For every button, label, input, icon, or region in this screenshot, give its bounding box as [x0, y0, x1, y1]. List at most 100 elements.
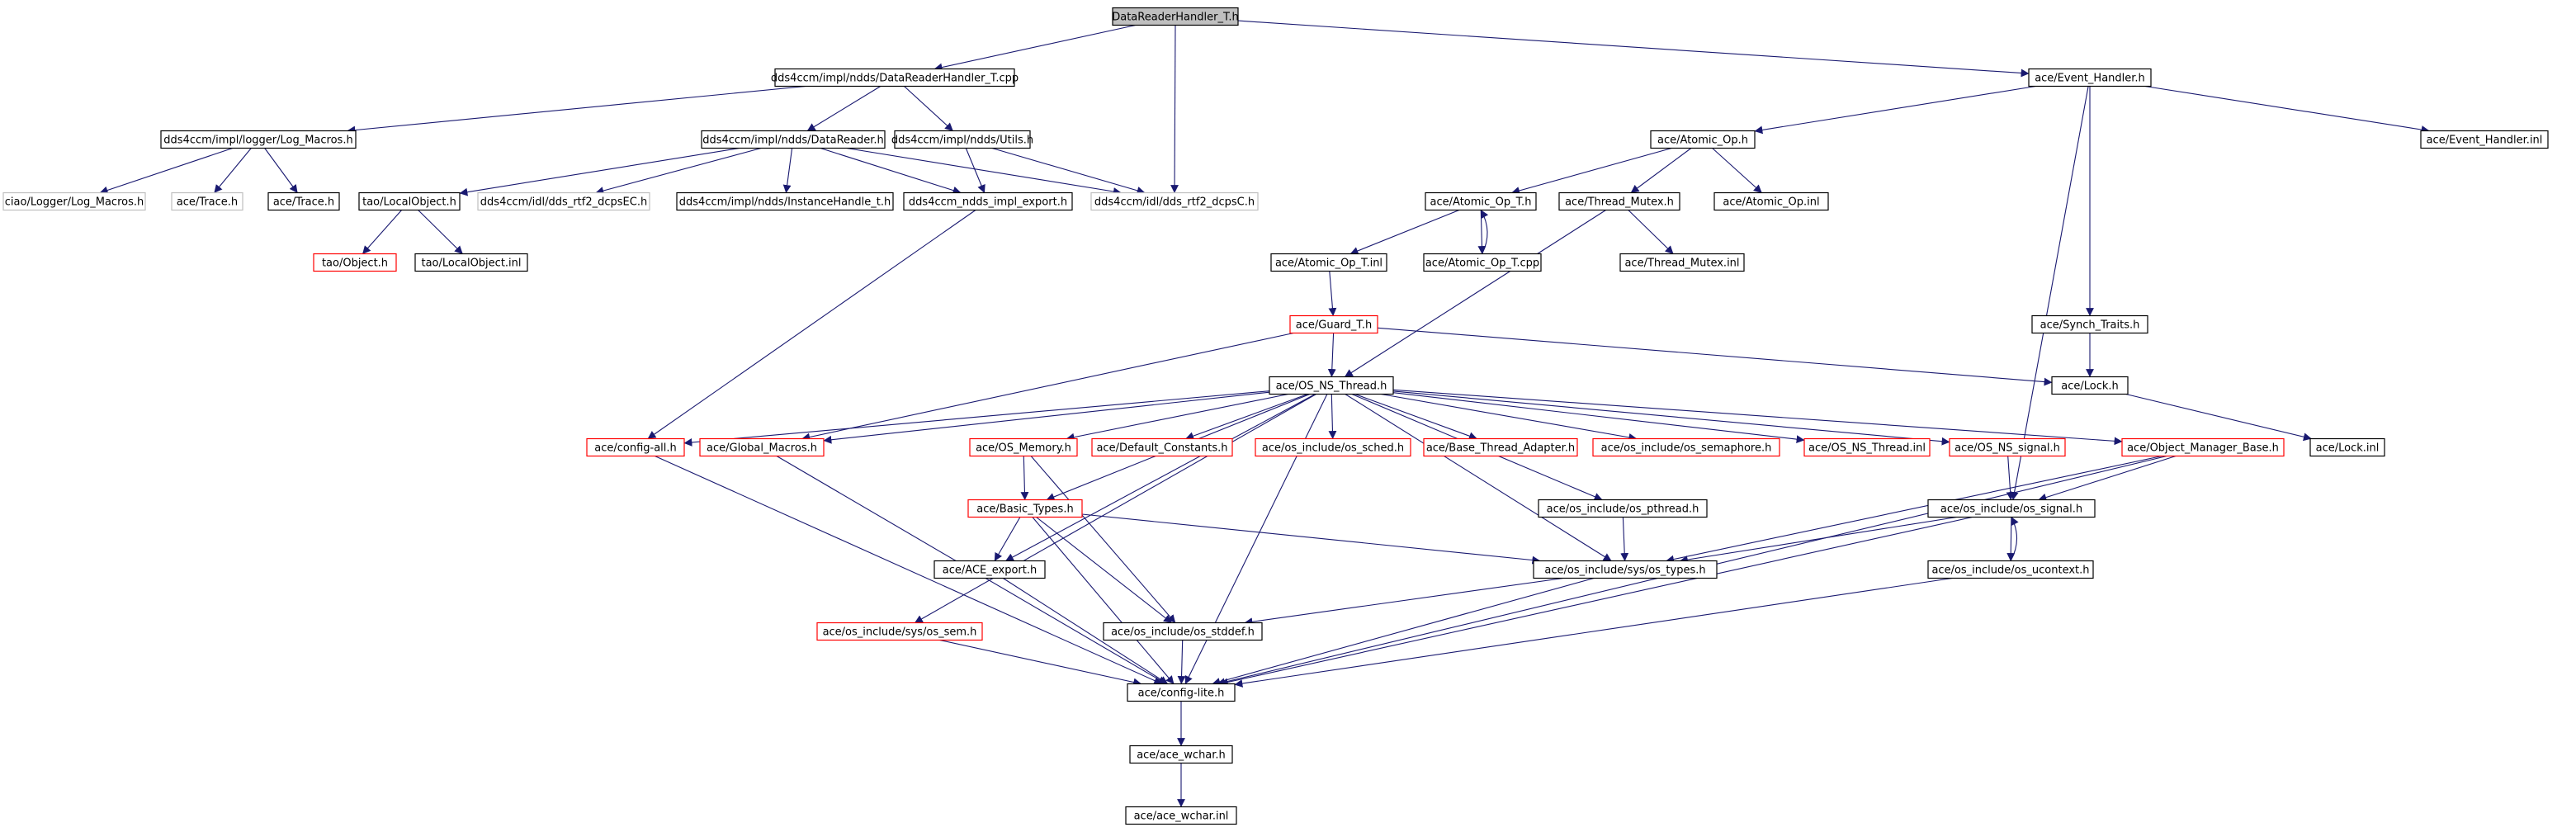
node-os_semaphore_h[interactable]: ace/os_include/os_semaphore.h [1592, 437, 1780, 457]
edge-os_ns_signal_h-to-os_signal_h [2006, 456, 2015, 500]
edge-os_memory_h-to-os_stddef_h [1030, 456, 1176, 623]
edge-lock_h-to-lock_inl [2125, 393, 2312, 442]
edge-guard_t_h-to-global_macros_h [801, 332, 1294, 442]
node-dds_rtf2_dcpsEC[interactable]: dds4ccm/idl/dds_rtf2_dcpsEC.h [477, 191, 650, 211]
node-ace_trace[interactable]: ace/Trace.h [267, 191, 340, 211]
node-base_thread_adapter_h[interactable]: ace/Base_Thread_Adapter.h [1423, 437, 1578, 457]
node-box [1949, 437, 2066, 457]
node-instancehandle[interactable]: dds4ccm/impl/ndds/InstanceHandle_t.h [676, 191, 894, 211]
node-config_all_h[interactable]: ace/config-all.h [586, 437, 685, 457]
node-ace_wchar_inl[interactable]: ace/ace_wchar.inl [1125, 806, 1237, 825]
node-atomic_op_t_inl[interactable]: ace/Atomic_Op_T.inl [1270, 253, 1387, 272]
node-os_memory_h[interactable]: ace/OS_Memory.h [969, 437, 1078, 457]
node-tao_localobject_h[interactable]: tao/LocalObject.h [358, 191, 461, 211]
node-event_handler_h[interactable]: ace/Event_Handler.h [2028, 68, 2152, 87]
edge-atomic_op_h-to-thread_mutex_h [1630, 148, 1692, 193]
edge-basic_types_h-to-os_types_h [1081, 513, 1541, 565]
node-thread_mutex_inl[interactable]: ace/Thread_Mutex.inl [1619, 253, 1745, 272]
edge-datareader_h-to-dds_rtf2_dcpsEC [595, 147, 762, 195]
node-atomic_op_t_cpp[interactable]: ace/Atomic_Op_T.cpp [1423, 253, 1542, 272]
node-box [1425, 191, 1537, 211]
node-box [171, 191, 243, 211]
node-ace_wchar_h[interactable]: ace/ace_wchar.h [1129, 745, 1233, 764]
edge-root-to-drh_cpp [934, 24, 1136, 72]
node-ace_export_h[interactable]: ace/ACE_export.h [934, 560, 1046, 579]
node-atomic_op_inl[interactable]: ace/Atomic_Op.inl [1713, 191, 1829, 211]
edge-datareader_h-to-dds_rtf2_dcpsC [846, 147, 1122, 196]
node-basic_types_h[interactable]: ace/Basic_Types.h [967, 499, 1083, 518]
node-default_constants_h[interactable]: ace/Default_Constants.h [1091, 437, 1233, 457]
node-utils_h[interactable]: dds4ccm/impl/ndds/Utils.h [891, 130, 1033, 149]
node-label: ace/Event_Handler.inl [2427, 135, 2543, 147]
node-impl_export[interactable]: dds4ccm_ndds_impl_export.h [903, 191, 1073, 211]
node-guard_t_h[interactable]: ace/Guard_T.h [1289, 314, 1378, 334]
node-box [414, 253, 528, 272]
node-label: ace/Object_Manager_Base.h [2127, 442, 2279, 455]
node-box [1125, 806, 1237, 825]
edge-thread_mutex_h-to-os_ns_thread_h [1344, 210, 1606, 377]
node-dds_rtf2_dcpsC[interactable]: dds4ccm/idl/dds_rtf2_dcpsC.h [1090, 191, 1259, 211]
edge-config_all_h-to-config_lite_h [655, 455, 1163, 685]
node-root[interactable]: DataReaderHandler_T.h [1112, 7, 1239, 26]
node-label: ace/Trace.h [177, 196, 238, 209]
edge-event_handler_h-to-event_handler_inl [2144, 85, 2430, 134]
node-atomic_op_h[interactable]: ace/Atomic_Op.h [1650, 130, 1756, 149]
node-drh_cpp[interactable]: dds4ccm/impl/ndds/DataReaderHandler_T.cp… [771, 68, 1019, 87]
node-tao_localobject_inl[interactable]: tao/LocalObject.inl [414, 253, 528, 272]
edge-os_ns_thread_h-to-os_ns_thread_inl [1392, 392, 1805, 444]
node-object_manager_base_h[interactable]: ace/Object_Manager_Base.h [2121, 437, 2285, 457]
node-box [313, 253, 397, 272]
edge-os_ns_thread_h-to-os_types_h [1345, 394, 1612, 561]
node-global_macros_h[interactable]: ace/Global_Macros.h [699, 437, 825, 457]
node-box [477, 191, 650, 211]
edge-os_pthread_h-to-os_types_h [1620, 517, 1629, 561]
edge-os_ns_thread_h-to-config_lite_h [1184, 394, 1328, 684]
node-os_ns_signal_h[interactable]: ace/OS_NS_signal.h [1949, 437, 2066, 457]
edge-os_memory_h-to-basic_types_h [1020, 456, 1029, 500]
node-os_signal_h[interactable]: ace/os_include/os_signal.h [1927, 499, 2096, 518]
edge-thread_mutex_h-to-thread_mutex_inl [1628, 210, 1674, 254]
edge-os_sem_h-to-config_lite_h [939, 639, 1142, 687]
edge-atomic_op_h-to-atomic_op_t_h [1511, 147, 1672, 195]
node-os_sched_h[interactable]: ace/os_include/os_sched.h [1255, 437, 1411, 457]
node-box [699, 437, 825, 457]
node-os_ucontext_h[interactable]: ace/os_include/os_ucontext.h [1927, 560, 2094, 579]
node-ciao_log_macros[interactable]: ciao/Logger/Log_Macros.h [2, 191, 146, 211]
node-label: dds4ccm/idl/dds_rtf2_dcpsC.h [1094, 196, 1255, 209]
node-label: ace/Guard_T.h [1296, 319, 1372, 332]
node-os_sem_h[interactable]: ace/os_include/sys/os_sem.h [816, 622, 983, 641]
node-log_macros_h[interactable]: dds4ccm/impl/logger/Log_Macros.h [160, 130, 357, 149]
edge-os_ns_thread_h-to-base_thread_adapter_h [1354, 393, 1477, 440]
node-box [903, 191, 1073, 211]
edge-object_manager_base_h-to-os_signal_h [2038, 455, 2177, 502]
node-atomic_op_t_h[interactable]: ace/Atomic_Op_T.h [1425, 191, 1537, 211]
node-label: ace/Event_Handler.h [2035, 73, 2145, 85]
node-tao_object_h[interactable]: tao/Object.h [313, 253, 397, 272]
node-box [1127, 683, 1236, 702]
node-synch_traits_h[interactable]: ace/Synch_Traits.h [2031, 314, 2148, 334]
node-os_ns_thread_h[interactable]: ace/OS_NS_Thread.h [1269, 376, 1394, 395]
node-os_pthread_h[interactable]: ace/os_include/os_pthread.h [1538, 499, 1708, 518]
edge-event_handler_h-to-atomic_op_h [1754, 85, 2036, 135]
node-box [358, 191, 461, 211]
node-os_ns_thread_inl[interactable]: ace/OS_NS_Thread.inl [1803, 437, 1931, 457]
node-thread_mutex_h[interactable]: ace/Thread_Mutex.h [1558, 191, 1680, 211]
node-lock_h[interactable]: ace/Lock.h [2051, 376, 2129, 395]
node-os_stddef_h[interactable]: ace/os_include/os_stddef.h [1103, 622, 1263, 641]
node-label: tao/LocalObject.inl [421, 258, 521, 270]
edge-basic_types_h-to-ace_export_h [994, 517, 1021, 561]
node-label: dds4ccm/impl/ndds/DataReaderHandler_T.cp… [771, 73, 1019, 85]
node-lock_inl[interactable]: ace/Lock.inl [2309, 437, 2385, 457]
node-box [267, 191, 340, 211]
node-label: ace/Atomic_Op_T.inl [1275, 258, 1383, 270]
edge-utils_h-to-impl_export [965, 148, 985, 193]
node-box [969, 437, 1078, 457]
node-event_handler_inl[interactable]: ace/Event_Handler.inl [2420, 130, 2549, 149]
node-label: ace/Atomic_Op.h [1657, 135, 1748, 147]
node-config_lite_h[interactable]: ace/config-lite.h [1127, 683, 1236, 702]
node-datareader_h[interactable]: dds4ccm/impl/ndds/DataReader.h [701, 130, 886, 149]
node-os_types_h[interactable]: ace/os_include/sys/os_types.h [1533, 560, 1718, 579]
node-label: dds4ccm/impl/ndds/Utils.h [891, 135, 1033, 147]
edge-atomic_op_t_cpp-to-atomic_op_t_h [1480, 210, 1489, 254]
node-ace_trace_ext[interactable]: ace/Trace.h [171, 191, 243, 211]
